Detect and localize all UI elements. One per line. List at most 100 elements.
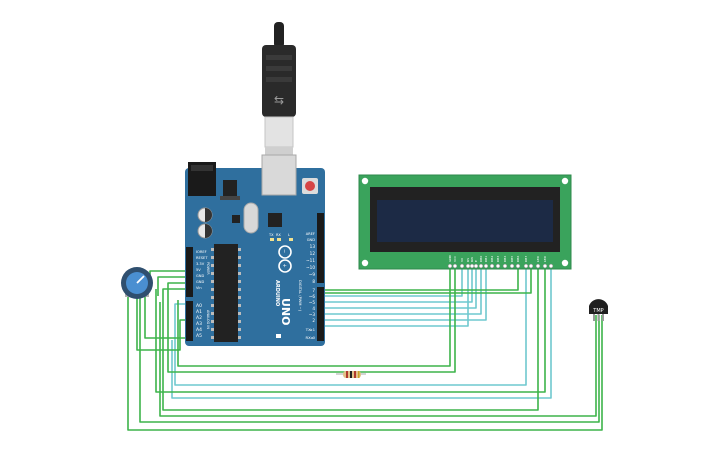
pin-label-a0: A0 — [196, 303, 202, 309]
digital-header-top — [317, 213, 324, 283]
lcd-pin-labels: GND VCC V0 RS RW E DB0 DB1 DB2 DB3 DB4 D… — [448, 254, 547, 262]
led-tx — [270, 238, 274, 241]
pin-label-reset: RESET — [196, 256, 208, 260]
pin-label-a1: A1 — [196, 309, 202, 315]
wire-d4-db5[interactable] — [325, 268, 482, 315]
voltage-regulator — [223, 180, 237, 196]
power-title: POWER — [206, 262, 210, 275]
analog-labels: A0 A1 A2 A3 A4 A5 ANALOG IN — [196, 303, 210, 339]
pin-label-d2: 2 — [312, 318, 315, 323]
usb-plug-icon: ⇆ — [274, 93, 284, 107]
pin-label-a2: A2 — [196, 315, 202, 321]
wire-d3-db6[interactable] — [325, 268, 487, 321]
lcd-pin-db5: DB5 — [510, 256, 514, 262]
lcd-pin-rs: RS — [466, 258, 470, 262]
pin-label-d10: ~10 — [306, 265, 315, 270]
pin-label-d11: ~11 — [306, 258, 315, 263]
lcd-pin-vcc: VCC — [453, 256, 457, 262]
lcd-pin-e: E — [474, 260, 478, 262]
wire-a0-loop[interactable] — [174, 268, 527, 386]
pin-label-vin: Vin — [196, 286, 202, 290]
pin-label-a4: A4 — [196, 327, 202, 333]
wire-d7-lcd[interactable] — [325, 268, 532, 294]
wire-vcc-lcd[interactable] — [177, 268, 451, 367]
svg-text:+: + — [281, 264, 287, 268]
lcd-pin-gnd: GND — [448, 254, 452, 262]
analog-header — [186, 301, 193, 341]
power-labels: IOREF RESET 3.3V 5V GND GND Vin POWER — [196, 250, 210, 290]
potentiometer[interactable] — [121, 267, 153, 299]
lcd-pin-db1: DB1 — [484, 256, 488, 262]
wire-d12-rs[interactable] — [325, 268, 463, 297]
wire-gnd-bus[interactable] — [167, 268, 456, 373]
lcd-pins — [447, 263, 554, 269]
wire-d2-db7[interactable] — [325, 268, 469, 327]
pin-label-tx1: TX▸1 — [305, 327, 316, 332]
usb-cable-cord — [274, 22, 284, 48]
pin-label-a5: A5 — [196, 333, 202, 339]
pin-label-a3: A3 — [196, 321, 202, 327]
wire-sensor-vout[interactable] — [159, 302, 597, 417]
wire-lcd-led-gnd[interactable] — [155, 268, 546, 393]
atmega-chip — [214, 244, 238, 342]
wire-d13-lcd[interactable] — [325, 268, 519, 291]
board-model: UNO — [279, 298, 292, 326]
lcd-pin-db2: DB2 — [490, 256, 494, 262]
wire-lcd-led[interactable] — [171, 268, 552, 399]
pin-label-d6: ~6 — [309, 294, 316, 299]
pin-label-gnd-d: GND — [307, 238, 315, 242]
temperature-sensor[interactable]: TMP — [589, 299, 608, 321]
pin-label-5v: 5V — [196, 268, 201, 272]
arduino-board[interactable]: TX RX L − + ARDUINO UNO IOREF — [185, 154, 325, 346]
resistor[interactable] — [336, 371, 366, 378]
usb-port — [261, 154, 297, 196]
digital-labels: AREF GND 13 12 ~11 ~10 ~9 8 7 ~6 ~5 4 ~3… — [305, 232, 316, 340]
pin-label-d4: 4 — [312, 306, 315, 311]
lcd-pin-db7: DB7 — [524, 256, 528, 262]
lcd-pin-rw: RW — [470, 257, 474, 262]
lcd-pin-led-k: LED — [543, 255, 547, 262]
lcd-display[interactable]: GND VCC V0 RS RW E DB0 DB1 DB2 DB3 DB4 D… — [358, 174, 572, 270]
analog-title: ANALOG IN — [206, 310, 210, 329]
pin-label-aref: AREF — [306, 232, 315, 236]
green-wires — [127, 268, 603, 431]
pin-label-gnd-2: GND — [196, 280, 204, 284]
wire-pot-wiper[interactable] — [136, 296, 190, 351]
board-brand: ARDUINO — [274, 280, 280, 306]
wire-5v-bus[interactable] — [162, 268, 539, 411]
led-rx — [277, 238, 281, 241]
wire-d11-e[interactable] — [325, 268, 473, 303]
teal-wires — [171, 268, 552, 399]
wires — [127, 268, 603, 431]
pin-label-gnd-1: GND — [196, 274, 204, 278]
arduino-logo: − + — [278, 245, 292, 273]
svg-text:−: − — [281, 249, 287, 253]
digital-header-bottom — [317, 287, 324, 341]
lcd-pin-v0: V0 — [460, 258, 464, 262]
wire-sensor-gnd[interactable] — [139, 296, 600, 423]
wire-d5-db4[interactable] — [325, 268, 477, 309]
wire-gnd-pot[interactable] — [157, 276, 190, 296]
digital-title: DIGITAL (PWM ~) — [298, 280, 302, 312]
power-header — [186, 247, 193, 297]
pin-label-ioref: IOREF — [196, 250, 207, 254]
pin-label-3v3: 3.3V — [196, 262, 205, 266]
pin-label-d8: 8 — [312, 279, 315, 284]
pin-label-d9: ~9 — [309, 272, 316, 277]
usb-plug-metal — [264, 116, 294, 148]
lcd-pin-db4: DB4 — [503, 256, 507, 262]
pin-label-d5: ~5 — [309, 300, 316, 305]
wire-pot-left[interactable] — [127, 296, 603, 431]
temperature-sensor-icon — [589, 299, 608, 314]
pin-label-d12: 12 — [310, 251, 316, 256]
pin-label-rx0: RX◂0 — [305, 335, 315, 340]
pin-label-d7: 7 — [312, 288, 315, 293]
led-label-l: L — [288, 233, 290, 237]
led-label-rx: RX — [276, 233, 281, 237]
usb-cable[interactable]: ⇆ — [262, 22, 296, 155]
pin-label-d13: 13 — [310, 244, 316, 249]
wire-pot-right[interactable] — [144, 296, 190, 339]
crystal — [243, 202, 259, 234]
led-l — [289, 238, 293, 241]
lcd-pin-led-a: LED — [536, 255, 540, 262]
